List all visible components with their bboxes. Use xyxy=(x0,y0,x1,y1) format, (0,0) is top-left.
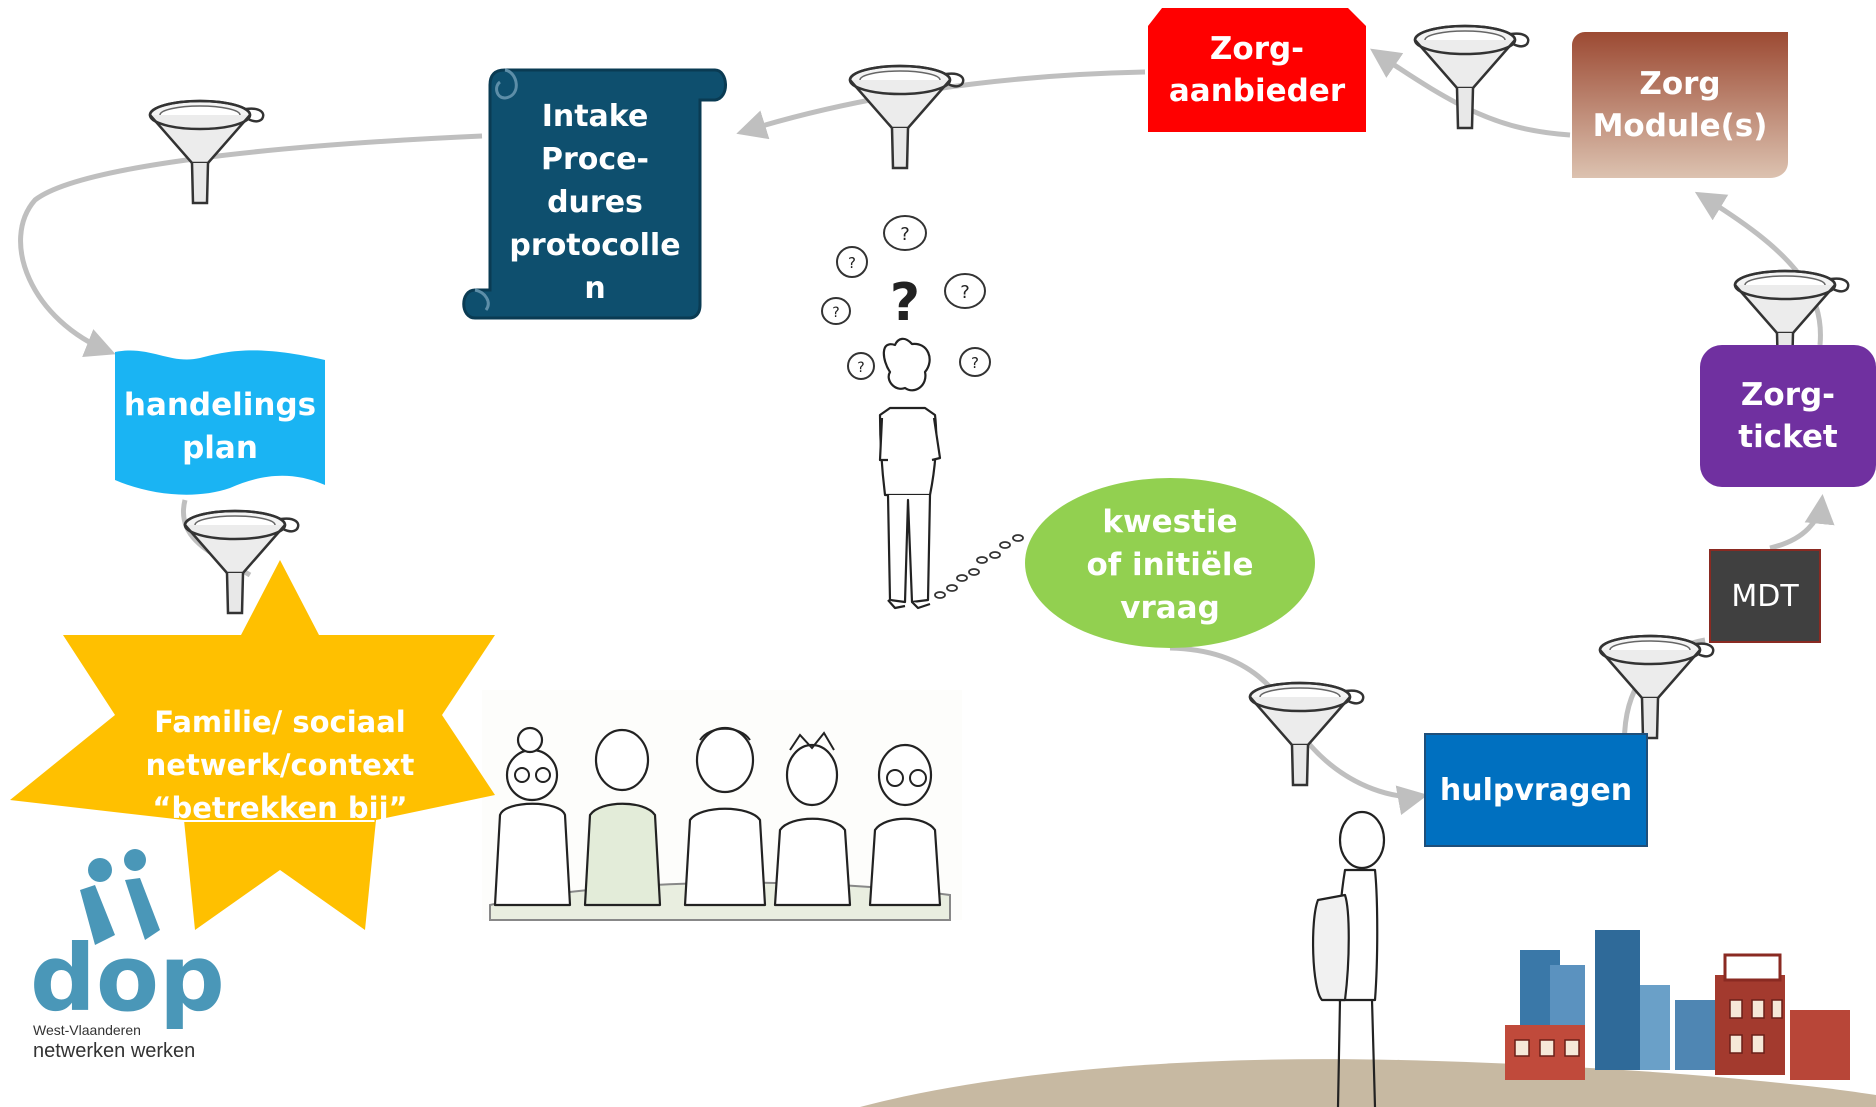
node-label: Intake Proce- dures protocolle n xyxy=(509,98,681,306)
logo-region: West-Vlaanderen xyxy=(33,1022,141,1038)
node-label: kwestie of initiële vraag xyxy=(1086,504,1254,626)
node-label: handelings plan xyxy=(123,387,317,466)
question-mark: ? xyxy=(832,305,839,321)
node-label: MDT xyxy=(1731,578,1799,614)
node-label-line: “betrekken bij” xyxy=(152,787,407,830)
arrow-mdt-to-zorgticket xyxy=(1769,494,1835,551)
node-label-line: Familie/ sociaal xyxy=(154,704,406,739)
node-label: hulpvragen xyxy=(1439,772,1633,808)
question-mark: ? xyxy=(900,224,910,245)
question-mark: ? xyxy=(848,254,856,272)
intake-scroll-shape xyxy=(462,68,727,320)
quote-open: “ xyxy=(152,790,172,825)
node-label-line: netwerk/context xyxy=(145,747,415,782)
question-mark: ? xyxy=(971,354,979,372)
question-mark: ? xyxy=(857,360,864,376)
node-label: Zorg- ticket xyxy=(1738,377,1838,455)
familie-star-shape xyxy=(10,560,495,930)
arrow-zorgticket-to-zorgmodules xyxy=(1694,191,1823,346)
city-skyline-figure xyxy=(1505,930,1850,1080)
node-label: Zorg Module(s) xyxy=(1592,66,1768,144)
question-mark: ? xyxy=(960,282,970,303)
logo-figures-icon xyxy=(80,849,160,945)
arrow-kwestie-to-hulpvragen xyxy=(1169,645,1428,816)
quote-close: ” xyxy=(388,790,408,825)
underlined-text: betrekken bij xyxy=(171,790,389,825)
node-handelingsplan: handelings plan xyxy=(115,372,325,482)
logo-tagline: netwerken werken xyxy=(33,1040,196,1062)
node-hulpvragen: hulpvragen xyxy=(1425,734,1647,846)
node-intake: Intake Proce- dures protocolle n xyxy=(490,92,700,312)
node-mdt: MDT xyxy=(1710,550,1820,642)
question-mark-large: ? xyxy=(890,273,920,333)
node-familie: Familie/ sociaal netwerk/context “betrek… xyxy=(120,695,440,835)
hill xyxy=(860,1059,1876,1107)
node-zorgaanbieder: Zorg- aanbieder xyxy=(1148,8,1366,132)
node-zorgmodules: Zorg Module(s) xyxy=(1572,32,1788,178)
arrow-zorgmodules-to-zorgaanbieder xyxy=(1370,48,1571,138)
node-label: Zorg- aanbieder xyxy=(1168,31,1346,109)
node-kwestie: kwestie of initiële vraag xyxy=(1030,483,1310,648)
node-zorgticket: Zorg- ticket xyxy=(1700,345,1876,487)
arrow-intake-to-handelingsplan xyxy=(18,133,483,357)
logo-mark: dop xyxy=(30,925,225,1032)
